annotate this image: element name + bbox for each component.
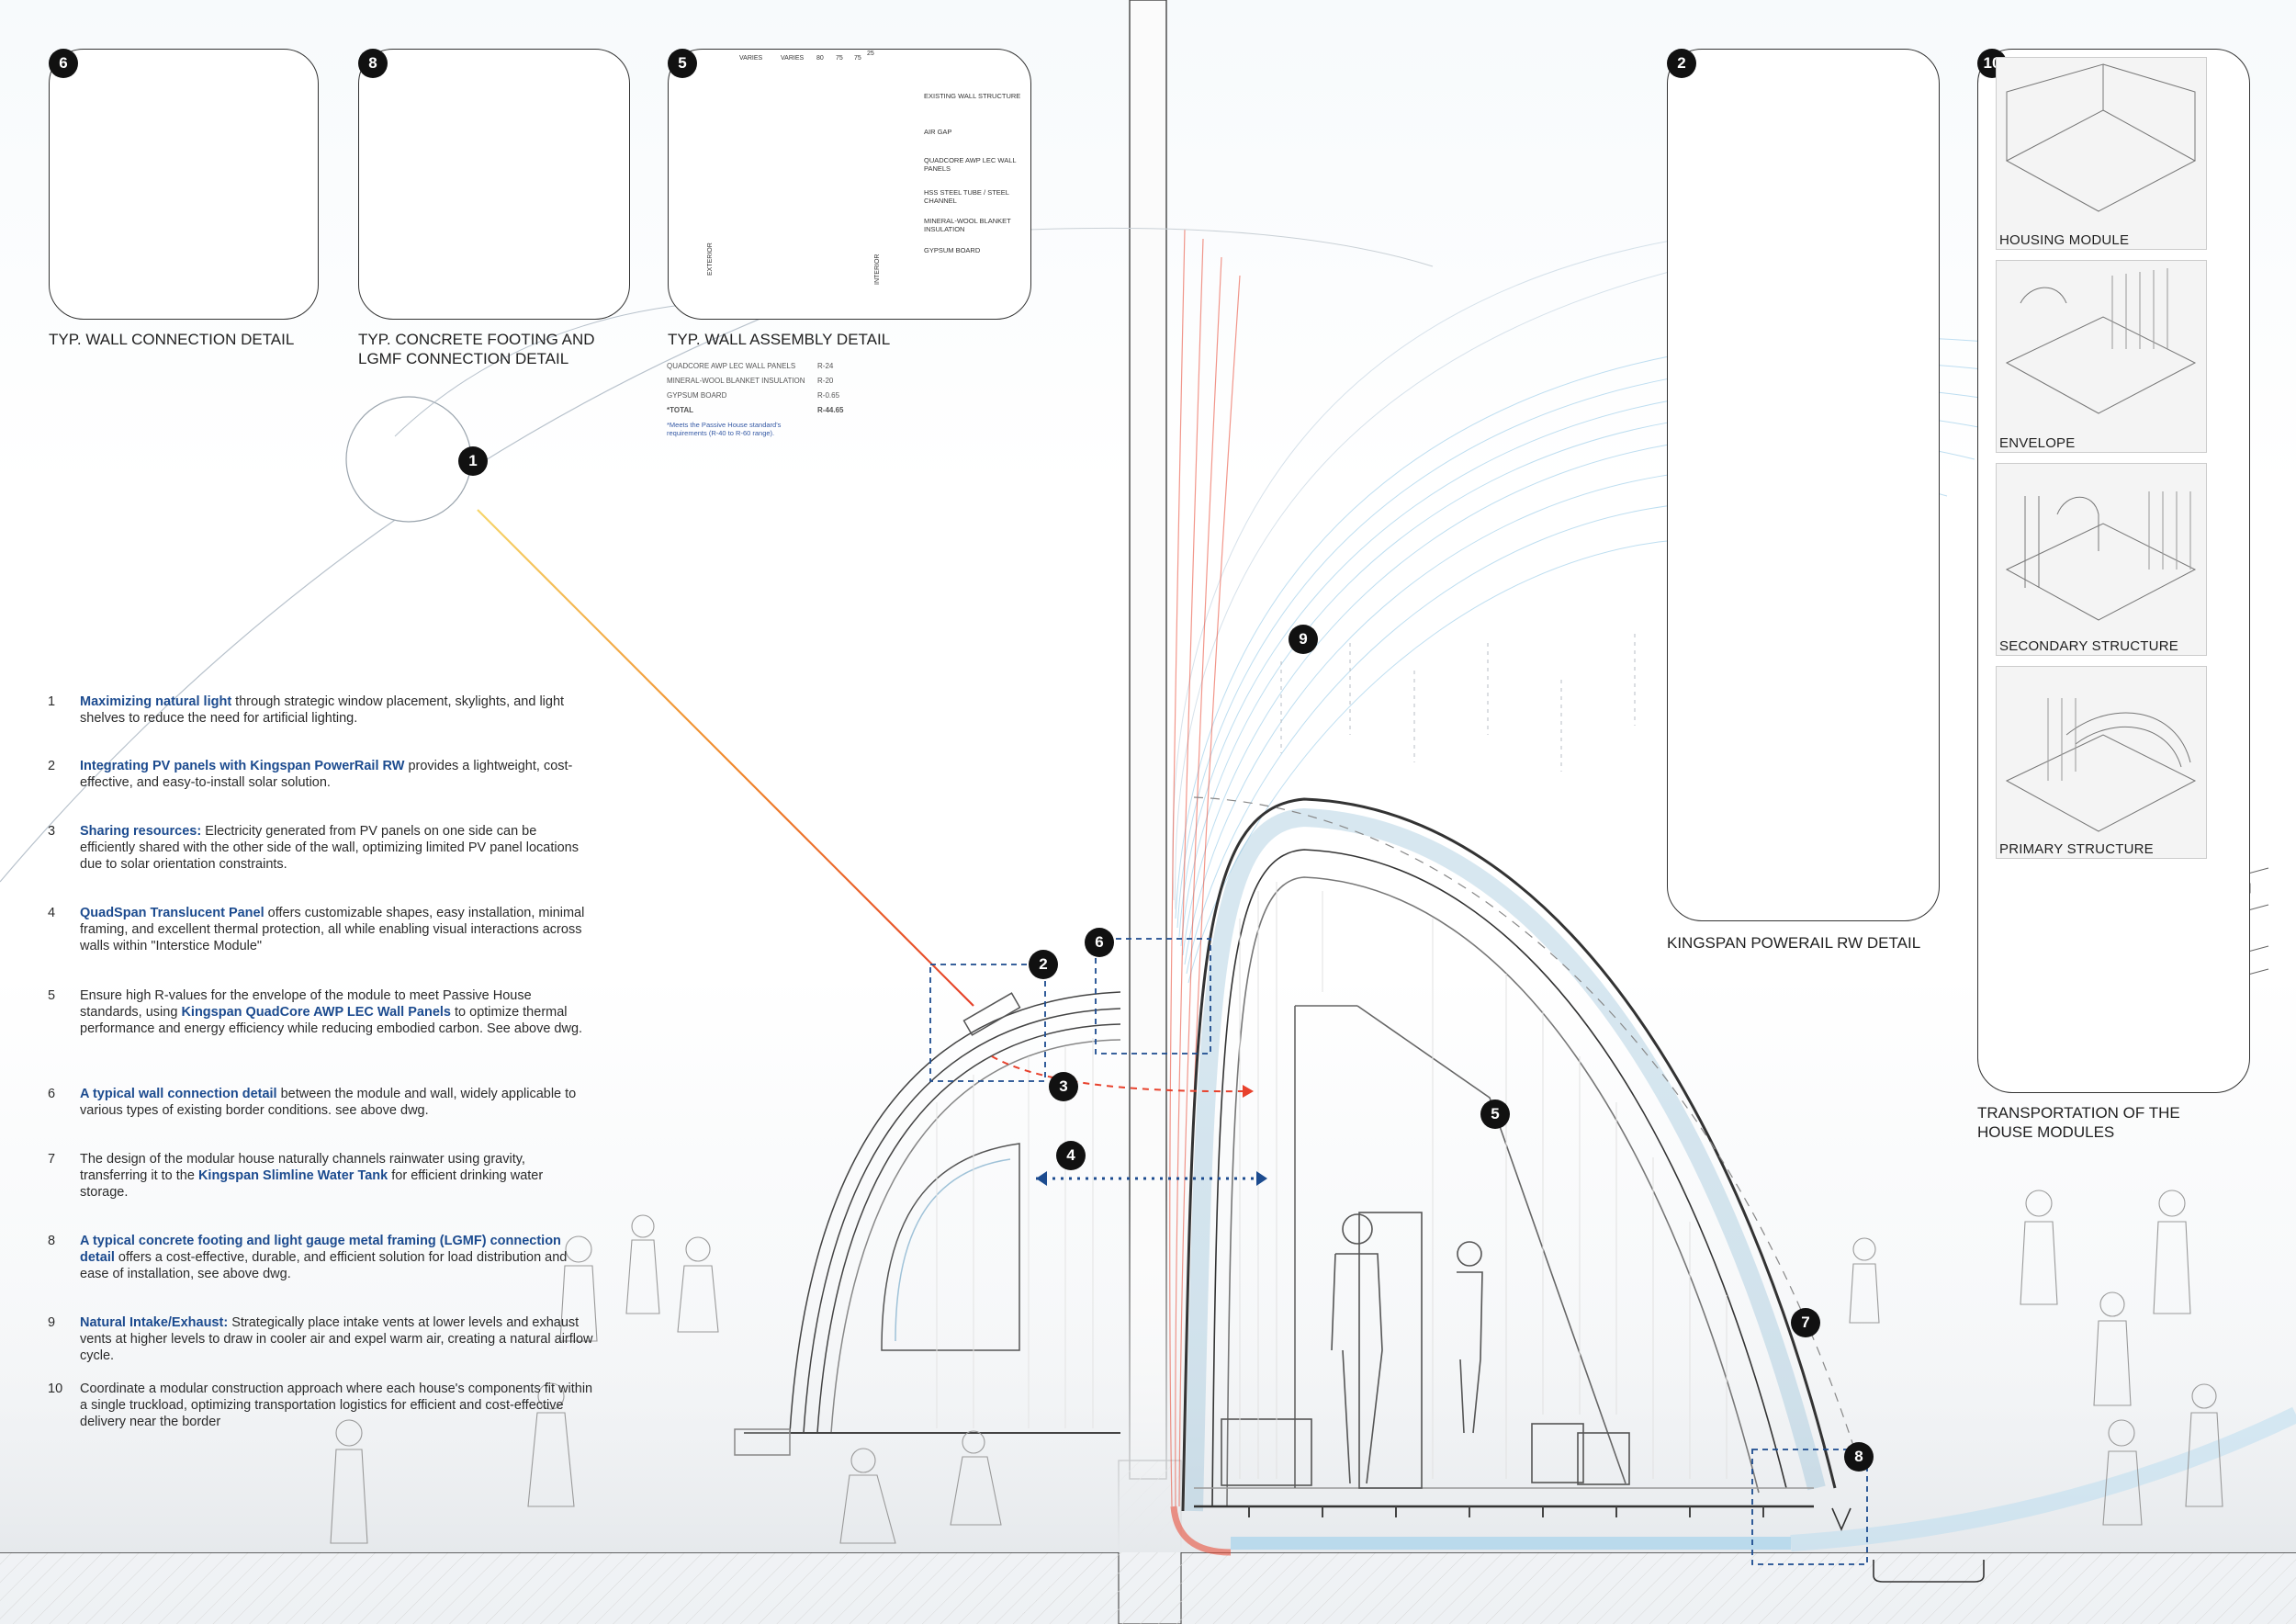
power-share-arrow [991,1055,1245,1093]
dimension-label: 75 [854,55,861,62]
module-card-primary [1996,666,2207,859]
ground [0,1552,2296,1624]
wall-connection-panel [49,49,319,320]
transport-title-line2: HOUSE MODULES [1977,1123,2115,1141]
wall-assembly-panel [668,49,1031,320]
footing-title-line2: LGMF CONNECTION DETAIL [358,350,569,367]
right-house [1181,796,1856,1517]
badge-5: 5 [668,49,697,78]
warm-airflow-lines [1169,229,1241,1507]
wall-assembly-title: TYP. WALL ASSEMBLY DETAIL [668,331,891,348]
passive-house-note: *Meets the Passive House standard's requ… [667,421,782,437]
module-label-primary: PRIMARY STRUCTURE [1999,841,2154,857]
section-badge-8: 8 [1844,1442,1874,1472]
background-figures [330,1190,2223,1544]
sun-ray [477,509,974,1007]
layer-label: EXISTING WALL STRUCTURE [924,92,1021,100]
module-label-housing: HOUSING MODULE [1999,232,2130,248]
powerrail-panel [1667,49,1940,921]
module-label-envelope: ENVELOPE [1999,435,2076,451]
water-tank [1873,1560,1985,1583]
callout-box-8 [1751,1449,1868,1565]
powerrail-title: KINGSPAN POWERAIL RW DETAIL [1667,934,1921,952]
footing-panel [358,49,630,320]
section-badge-4: 4 [1056,1141,1086,1170]
wall-connection-title: TYP. WALL CONNECTION DETAIL [49,331,295,348]
section-badge-1: 1 [458,446,488,476]
module-card-housing [1996,57,2207,250]
section-badge-6: 6 [1085,928,1114,957]
layer-label: MINERAL-WOOL BLANKET INSULATION [924,217,1011,233]
left-house [734,991,1121,1456]
layer-label: HSS STEEL TUBE / STEEL CHANNEL [924,188,1009,205]
footing-title-line1: TYP. CONCRETE FOOTING AND [358,331,595,348]
red-exhaust-duct [1170,1506,1232,1556]
layer-label: AIR GAP [924,128,952,136]
layer-label: QUADCORE AWP LEC WALL PANELS [924,156,1017,173]
section-badge-7: 7 [1791,1308,1820,1337]
section-badge-3: 3 [1049,1072,1078,1101]
dimension-label: 80 [816,55,824,62]
dimension-label: 75 [836,55,843,62]
dimension-label: VARIES [781,55,805,62]
badge-8: 8 [358,49,388,78]
transport-title-line1: TRANSPORTATION OF THE [1977,1104,2180,1122]
dimension-label: VARIES [739,55,763,62]
badge-2-powerrail: 2 [1667,49,1696,78]
dimension-label: 25 [867,51,874,57]
layer-label: GYPSUM BOARD [924,246,981,254]
section-badge-2: 2 [1029,950,1058,979]
section-badge-5: 5 [1480,1100,1510,1129]
module-label-secondary: SECONDARY STRUCTURE [1999,638,2178,654]
callout-box-2 [929,964,1046,1082]
callout-box-6 [1095,938,1211,1054]
section-badge-9: 9 [1289,625,1318,654]
badge-6: 6 [49,49,78,78]
module-card-secondary [1996,463,2207,656]
